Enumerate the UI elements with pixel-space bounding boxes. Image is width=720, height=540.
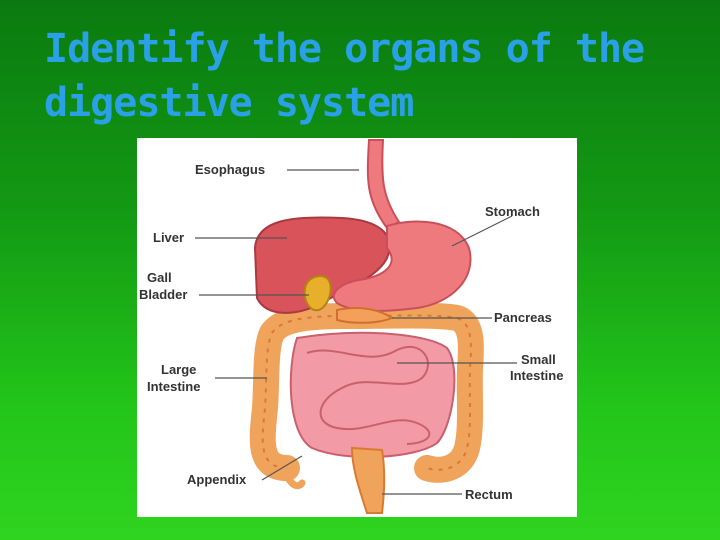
liver [253,216,391,314]
label-stomach: Stomach [485,204,540,219]
label-liver: Liver [153,230,184,245]
pancreas [336,307,395,324]
label-gall-line2: Bladder [139,287,187,302]
label-large-line1: Large [161,362,196,377]
stomach [332,220,472,312]
label-appendix: Appendix [187,472,247,487]
rectum [350,446,386,514]
label-rectum: Rectum [465,487,513,502]
title-line-1: Identify the organs of the [44,26,645,72]
label-gall-line1: Gall [147,270,172,285]
diagram-panel: Esophagus Stomach Liver Gall Bladder Pan… [137,138,577,517]
label-esophagus: Esophagus [195,162,265,177]
esophagus [366,139,401,230]
label-large-line2: Intestine [147,379,200,394]
label-pancreas: Pancreas [494,310,552,325]
title-line-2: digestive system [44,80,414,126]
appendix [281,462,306,490]
leader-lines [195,169,517,495]
digestive-system-diagram: Esophagus Stomach Liver Gall Bladder Pan… [139,139,563,514]
label-small-line1: Small [521,352,556,367]
gall-bladder [303,275,332,312]
label-small-line2: Intestine [510,368,563,383]
slide-title: Identify the organs of the digestive sys… [44,22,704,130]
